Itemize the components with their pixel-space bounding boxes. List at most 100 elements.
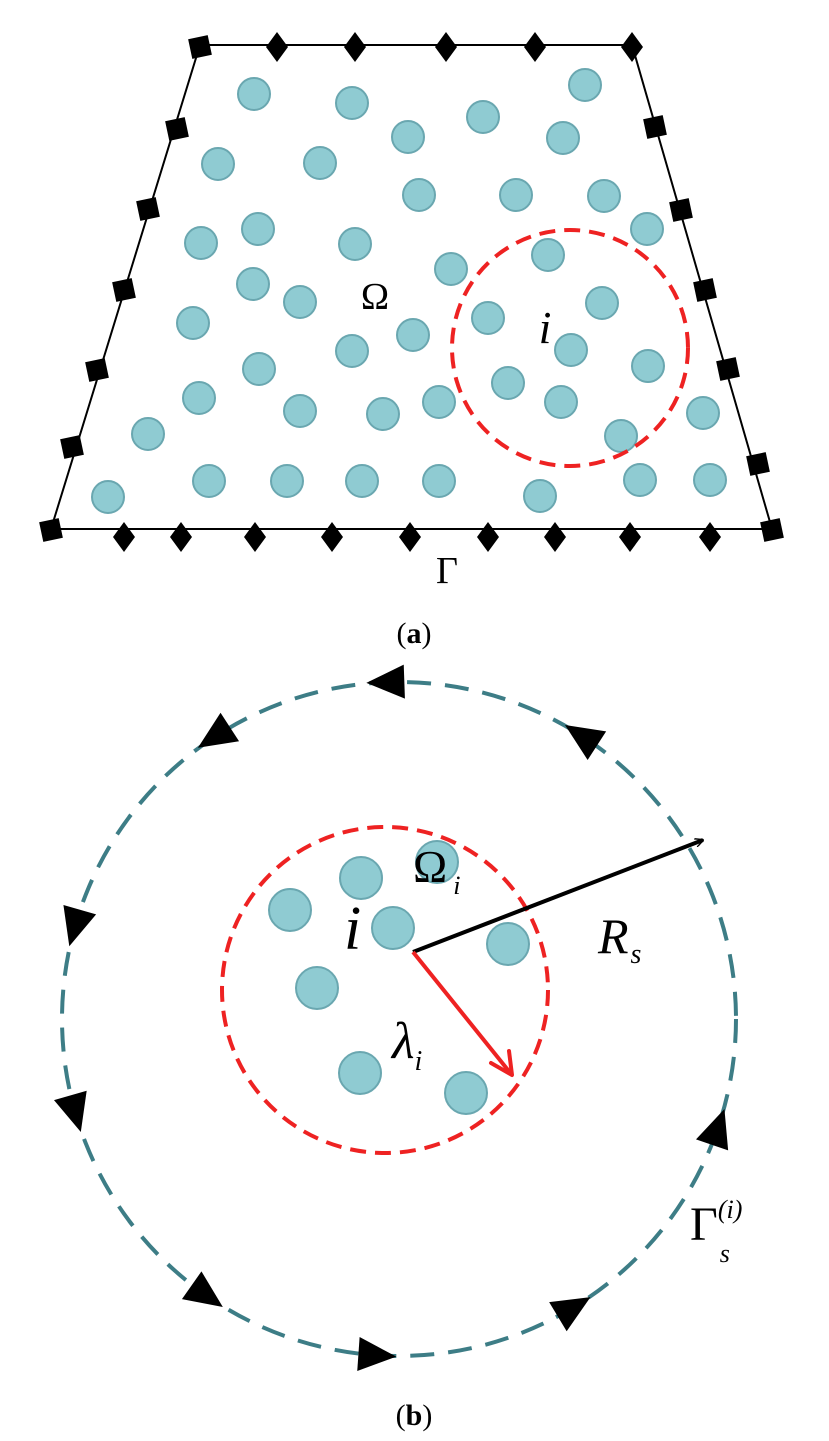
particle <box>434 252 468 286</box>
particle <box>283 285 317 319</box>
boundary-node-diamond-icon <box>524 32 546 62</box>
particle <box>568 68 602 102</box>
particle <box>371 906 415 950</box>
particle <box>486 922 530 966</box>
lambda-arrowhead <box>489 1049 514 1077</box>
particles-b <box>268 840 530 1115</box>
particle <box>335 86 369 120</box>
particle <box>303 146 337 180</box>
boundary-node-diamond-icon <box>244 522 266 552</box>
integration-direction-arrow-icon <box>366 664 405 699</box>
particle <box>630 212 664 246</box>
particle <box>422 385 456 419</box>
particle <box>402 178 436 212</box>
boundary-node-square-icon <box>716 357 740 381</box>
node-label-i-b: i <box>344 895 361 963</box>
boundary-node-square-icon <box>165 117 189 141</box>
lambda-arrow <box>411 950 514 1077</box>
particle <box>544 385 578 419</box>
boundary-node-diamond-icon <box>399 522 421 552</box>
particle <box>499 178 533 212</box>
particle <box>335 334 369 368</box>
particle <box>396 318 430 352</box>
particle <box>268 888 312 932</box>
particle <box>491 366 525 400</box>
particle <box>270 464 304 498</box>
boundary-node-diamond-icon <box>435 32 457 62</box>
particle <box>283 394 317 428</box>
lambda-label: λi <box>390 1013 422 1077</box>
particle <box>192 464 226 498</box>
particle <box>391 120 425 154</box>
direction-arrows <box>53 664 729 1371</box>
particle <box>366 397 400 431</box>
particle <box>339 856 383 900</box>
particle <box>604 419 638 453</box>
particle <box>546 121 580 155</box>
boundary-node-square-icon <box>746 452 770 476</box>
particle <box>345 464 379 498</box>
particle <box>236 267 270 301</box>
boundary-label-gamma: Γ <box>436 550 458 592</box>
particle <box>184 226 218 260</box>
boundary-node-diamond-icon <box>170 522 192 552</box>
particle <box>338 1051 382 1095</box>
caption-b: (b) <box>396 1399 433 1432</box>
particle <box>531 238 565 272</box>
particle <box>623 463 657 497</box>
particle <box>131 417 165 451</box>
boundary-node-diamond-icon <box>544 522 566 552</box>
boundary-node-square-icon <box>188 35 212 59</box>
particle <box>693 463 727 497</box>
particle <box>201 147 235 181</box>
boundary-node-diamond-icon <box>621 32 643 62</box>
particle <box>587 179 621 213</box>
boundary-node-square-icon <box>760 518 784 542</box>
boundary-node-square-icon <box>39 518 63 542</box>
particle <box>242 352 276 386</box>
radius-label-rs: Rs <box>597 908 642 970</box>
integration-direction-arrow-icon <box>357 1337 397 1371</box>
integration-direction-arrow-icon <box>549 1297 591 1332</box>
particle <box>444 1071 488 1115</box>
particle <box>241 212 275 246</box>
particle <box>182 381 216 415</box>
integration-direction-arrow-icon <box>695 1108 729 1151</box>
particle <box>631 349 665 383</box>
boundary-nodes <box>39 32 784 552</box>
particle <box>686 396 720 430</box>
integration-direction-arrow-icon <box>53 1090 87 1132</box>
boundary-node-square-icon <box>643 115 667 139</box>
boundary-node-square-icon <box>669 198 693 222</box>
particle <box>237 77 271 111</box>
boundary-node-diamond-icon <box>699 522 721 552</box>
boundary-circle-gamma-s <box>60 680 738 1358</box>
boundary-node-square-icon <box>112 278 136 302</box>
particle <box>415 840 459 884</box>
boundary-node-diamond-icon <box>619 522 641 552</box>
radius-arrow-rs <box>412 840 703 954</box>
boundary-label-gamma-s-i: Γs(i) <box>690 1195 742 1268</box>
node-label-i: i <box>539 302 552 353</box>
particle <box>466 100 500 134</box>
integration-direction-arrow-icon <box>63 904 97 947</box>
particle <box>523 479 557 513</box>
panel-a: Ω i Γ (a) <box>39 32 784 650</box>
integration-direction-arrow-icon <box>197 712 240 748</box>
particle <box>585 286 619 320</box>
boundary-node-square-icon <box>136 197 160 221</box>
support-domain-circle-b <box>220 825 550 1155</box>
boundary-node-square-icon <box>693 278 717 302</box>
particle <box>554 333 588 367</box>
domain-label-omega: Ω <box>361 276 389 318</box>
particle <box>176 306 210 340</box>
caption-a: (a) <box>397 617 432 650</box>
boundary-node-diamond-icon <box>477 522 499 552</box>
boundary-node-diamond-icon <box>321 522 343 552</box>
particles-a <box>91 68 727 514</box>
boundary-node-square-icon <box>60 435 84 459</box>
particle <box>471 301 505 335</box>
